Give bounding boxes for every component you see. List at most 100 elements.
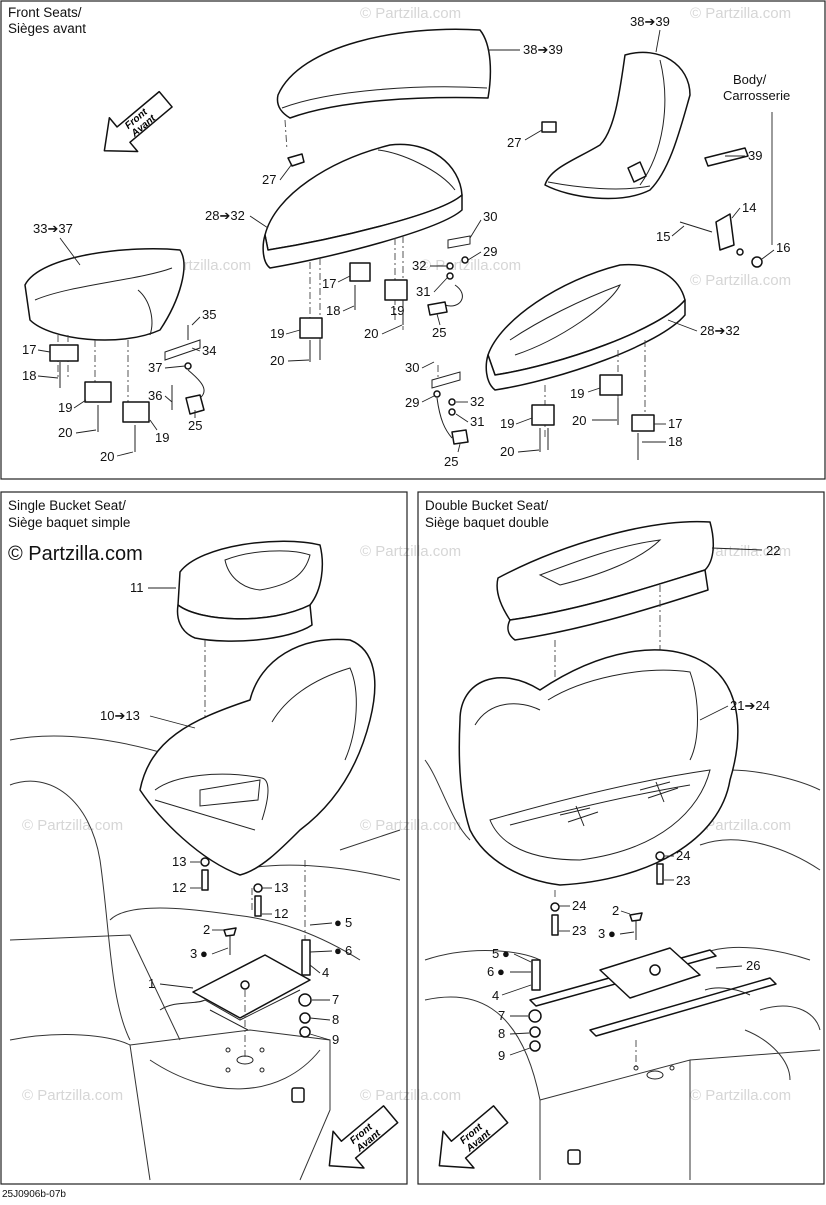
callout-9: 9 [332, 1032, 339, 1047]
watermark: © Partzilla.com [690, 5, 791, 22]
bracket-19a [84, 381, 112, 403]
body-label-fr: Carrosserie [723, 88, 790, 103]
callout-25-b: 25 [188, 418, 202, 433]
bracket-19c [384, 279, 408, 301]
callout-5: 5 [345, 915, 352, 930]
callout-36: 36 [148, 388, 162, 403]
callout-18-c: 18 [668, 434, 682, 449]
callout-12: 12 [172, 880, 186, 895]
callout-2-b: 2 [612, 903, 619, 918]
callout-30-b: 30 [405, 360, 419, 375]
callout-14: 14 [742, 200, 756, 215]
callout-19-b: 19 [155, 430, 169, 445]
screw-25c [451, 429, 469, 445]
washer-16 [751, 256, 763, 268]
callout-5-b: 5 [492, 946, 499, 961]
callout-39: 39 [748, 148, 762, 163]
front-seats-panel [0, 0, 826, 480]
seat-cushion-right [485, 263, 686, 440]
callout-29-b: 29 [405, 395, 419, 410]
diagram-code: 25J0906b-07b [2, 1189, 66, 1200]
callout-35: 35 [202, 307, 216, 322]
front-arrow-double: Front Avant [438, 1105, 509, 1169]
watermark: © Partzilla.com [690, 272, 791, 289]
front-callouts: 38➔39 38➔39 Body/ Carrosserie 39 27 27 2… [22, 14, 790, 469]
boat-hull-left [9, 735, 401, 1181]
callout-32-b: 32 [470, 394, 484, 409]
single-seat-cushion [176, 540, 324, 830]
front-arrow-bottom: Front Avant [328, 1105, 399, 1169]
callout-4-b: 4 [492, 988, 499, 1003]
callout-13: 13 [172, 854, 186, 869]
single-bucket-panel [0, 491, 408, 1185]
callout-38-39-right: 38➔39 [630, 14, 670, 29]
callout-19-g: 19 [500, 416, 514, 431]
bracket-19g [531, 404, 555, 426]
callout-21-24: 21➔24 [730, 698, 770, 713]
callout-34: 34 [202, 343, 216, 358]
callout-29: 29 [483, 244, 497, 259]
single-bucket-title-2: Siège baquet simple [8, 515, 130, 530]
screw-27b [541, 121, 557, 133]
callout-13-b: 13 [274, 880, 288, 895]
trim-39 [704, 147, 749, 167]
watermark: © Partzilla.com [690, 817, 791, 834]
watermark: © Partzilla.com [360, 817, 461, 834]
bracket-19b [122, 401, 150, 423]
front-seats-title-2: Sièges avant [8, 21, 86, 36]
callout-31-b: 31 [470, 414, 484, 429]
callout-20-b: 20 [100, 449, 114, 464]
callout-30: 30 [483, 209, 497, 224]
callout-25: 25 [432, 325, 446, 340]
bracket-17c [631, 414, 655, 432]
callout-11: 11 [130, 580, 144, 595]
bracket-19f [599, 374, 623, 396]
double-bucket-shell [458, 649, 739, 900]
front-seats-title-1: Front Seats/ [8, 5, 82, 20]
callout-9-b: 9 [498, 1048, 505, 1063]
bracket-19d [299, 317, 323, 339]
callout-10-13: 10➔13 [100, 708, 140, 723]
callout-23: 23 [676, 873, 690, 888]
callout-18-b: 18 [326, 303, 340, 318]
washer-7a [298, 993, 312, 1007]
watermark: © Partzilla.com [420, 257, 521, 274]
watermark: © Partzilla.com [690, 543, 791, 560]
seat-slider-double [529, 947, 777, 1070]
callout-24-b: 24 [572, 898, 586, 913]
callout-20: 20 [58, 425, 72, 440]
drop-icon: ● [497, 964, 505, 979]
callout-16: 16 [776, 240, 790, 255]
callout-38-39: 38➔39 [523, 42, 563, 57]
screw-27a [287, 153, 305, 167]
callout-17-b: 17 [322, 276, 336, 291]
watermark: © Partzilla.com [360, 5, 461, 22]
callout-8: 8 [332, 1012, 339, 1027]
drop-icon: ● [608, 926, 616, 941]
bracket-14 [715, 213, 735, 251]
callout-19-d: 19 [390, 303, 404, 318]
callout-20-f: 20 [572, 413, 586, 428]
screw-25b [185, 394, 205, 415]
callout-2: 2 [203, 922, 210, 937]
watermark: © Partzilla.com [360, 543, 461, 560]
bracket-17b [349, 262, 371, 282]
watermark: © Partzilla.com [22, 817, 123, 834]
callout-4: 4 [322, 965, 329, 980]
callout-32: 32 [412, 258, 426, 273]
single-callouts: 11 10➔13 13 12 13 12 2 3 ● ● 5 ● 6 4 1 7… [100, 580, 352, 1047]
callout-23-b: 23 [572, 923, 586, 938]
callout-27-right: 27 [507, 135, 521, 150]
seat-slider-single [159, 954, 311, 1058]
drop-icon: ● [334, 915, 342, 930]
callout-33-37: 33➔37 [33, 221, 73, 236]
double-bucket-title-1: Double Bucket Seat/ [425, 498, 548, 513]
callout-37: 37 [148, 360, 162, 375]
callout-7: 7 [332, 992, 339, 1007]
drop-icon: ● [502, 946, 510, 961]
callout-8-b: 8 [498, 1026, 505, 1041]
front-arrow-top: Front Avant [103, 90, 173, 153]
callout-6: 6 [345, 943, 352, 958]
callout-19-c: 19 [270, 326, 284, 341]
